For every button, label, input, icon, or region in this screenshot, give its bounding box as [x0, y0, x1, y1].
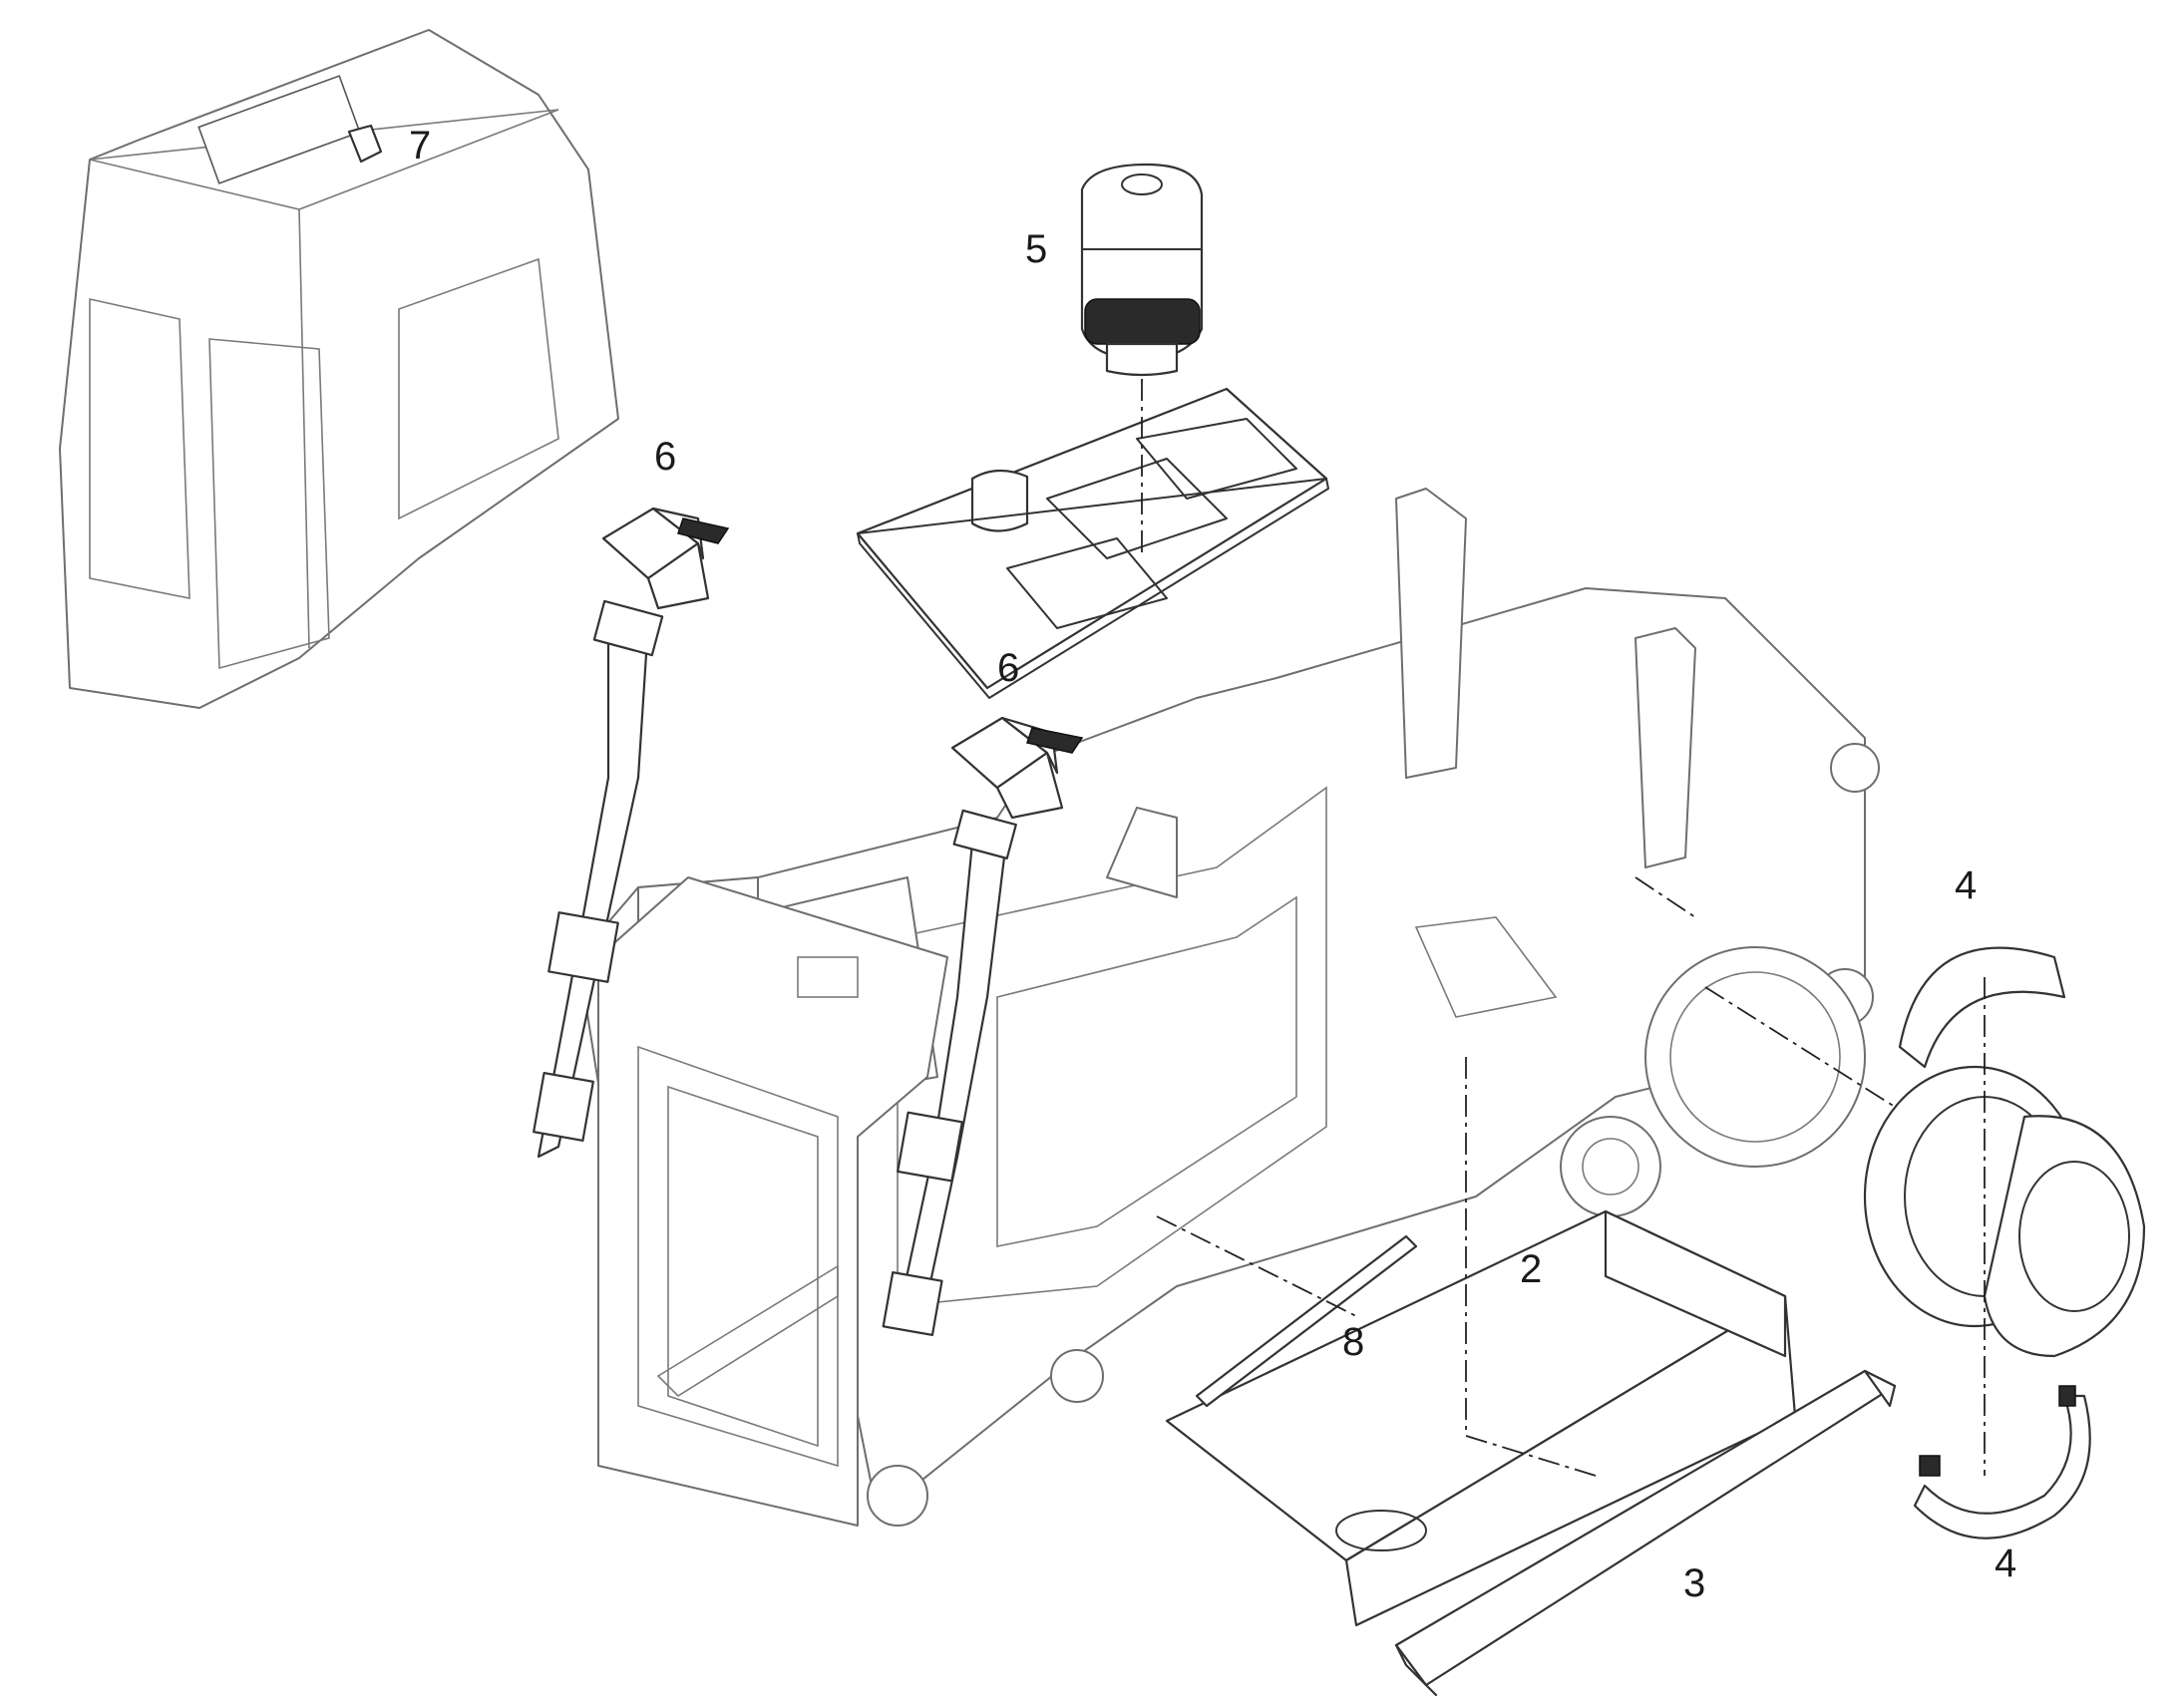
callout-6-lower: 6 — [997, 646, 1020, 690]
strut-right — [882, 809, 1017, 1337]
strut-left — [533, 599, 664, 1159]
callout-3: 3 — [1683, 1561, 1706, 1605]
callout-2: 2 — [1520, 1247, 1543, 1291]
callout-7: 7 — [409, 124, 432, 168]
part-3-channel — [1394, 1369, 1897, 1697]
leader-frame — [1635, 876, 1696, 918]
part-5-filter — [1080, 163, 1204, 377]
callout-8: 8 — [1342, 1320, 1365, 1364]
mounting-plate — [856, 387, 1329, 699]
part-4-band-upper — [1898, 946, 2066, 1069]
part-2-tray — [1165, 1209, 1797, 1627]
hub-assembly — [1863, 1065, 2146, 1358]
part-6-bracket-upper — [601, 507, 730, 610]
part-8-rod — [1195, 1234, 1418, 1408]
callout-5: 5 — [1025, 227, 1048, 271]
operator-cab — [59, 29, 619, 709]
part-6-bracket-lower — [950, 716, 1084, 820]
front-box-frame — [597, 876, 948, 1527]
callout-4-upper: 4 — [1955, 863, 1978, 907]
callout-4-lower: 4 — [1995, 1541, 2017, 1585]
leader-2 — [1465, 1057, 1597, 1477]
callout-6-upper: 6 — [654, 435, 677, 479]
part-4-band-lower — [1913, 1385, 2091, 1539]
